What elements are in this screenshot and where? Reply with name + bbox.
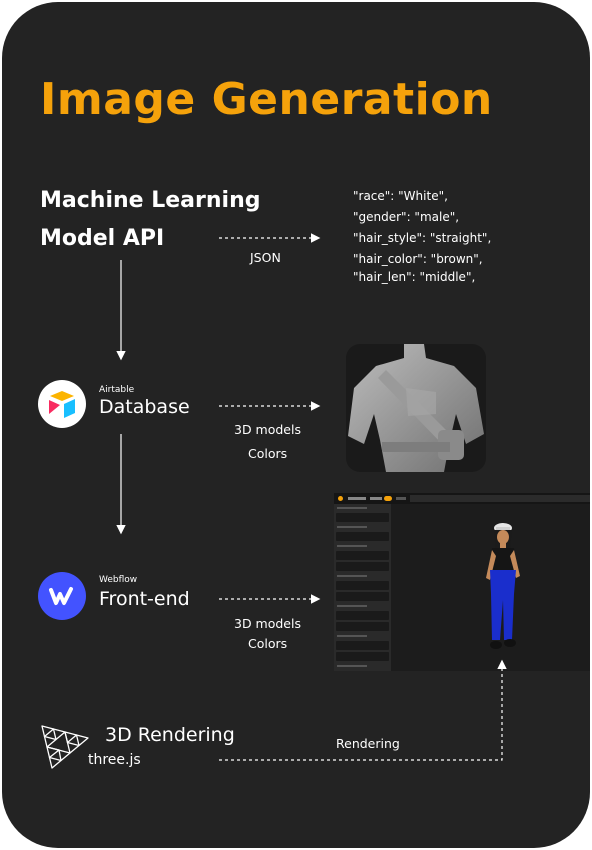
webflow-brand: Webflow [99, 575, 138, 585]
webflow-logo-icon [38, 572, 86, 620]
database-output-line1: 3D models [234, 422, 301, 437]
database-label: Database [99, 396, 190, 418]
ml-api-line1: Machine Learning [40, 188, 261, 213]
json-arrow-label: JSON [250, 250, 281, 265]
arrow-rendering-dashed [219, 659, 507, 761]
rendering-label: 3D Rendering [105, 724, 235, 746]
airtable-brand: Airtable [99, 385, 135, 395]
json-line: "gender": "male", [353, 210, 460, 224]
threejs-brand: three.js [88, 752, 141, 768]
app-screenshot [334, 493, 590, 671]
json-line: "race": "White", [353, 189, 448, 203]
airtable-logo-icon [38, 380, 86, 428]
frontend-output-line2: Colors [248, 636, 288, 651]
json-line: "hair_color": "brown", [353, 252, 483, 266]
app-toolbar [334, 493, 590, 504]
database-output-line2: Colors [248, 446, 288, 461]
json-line: "hair_style": "straight", [353, 231, 492, 245]
rendering-arrow-label: Rendering [336, 736, 400, 751]
page-title: Image Generation [40, 74, 493, 125]
ml-api-line2: Model API [40, 226, 165, 251]
character-render [476, 520, 536, 660]
frontend-output-line1: 3D models [234, 616, 301, 631]
frontend-label: Front-end [99, 588, 190, 610]
threejs-logo-icon [40, 724, 90, 770]
json-line: "hair_len": "middle", [353, 270, 476, 284]
app-sidebar [334, 504, 391, 671]
3d-model-preview [346, 344, 486, 472]
